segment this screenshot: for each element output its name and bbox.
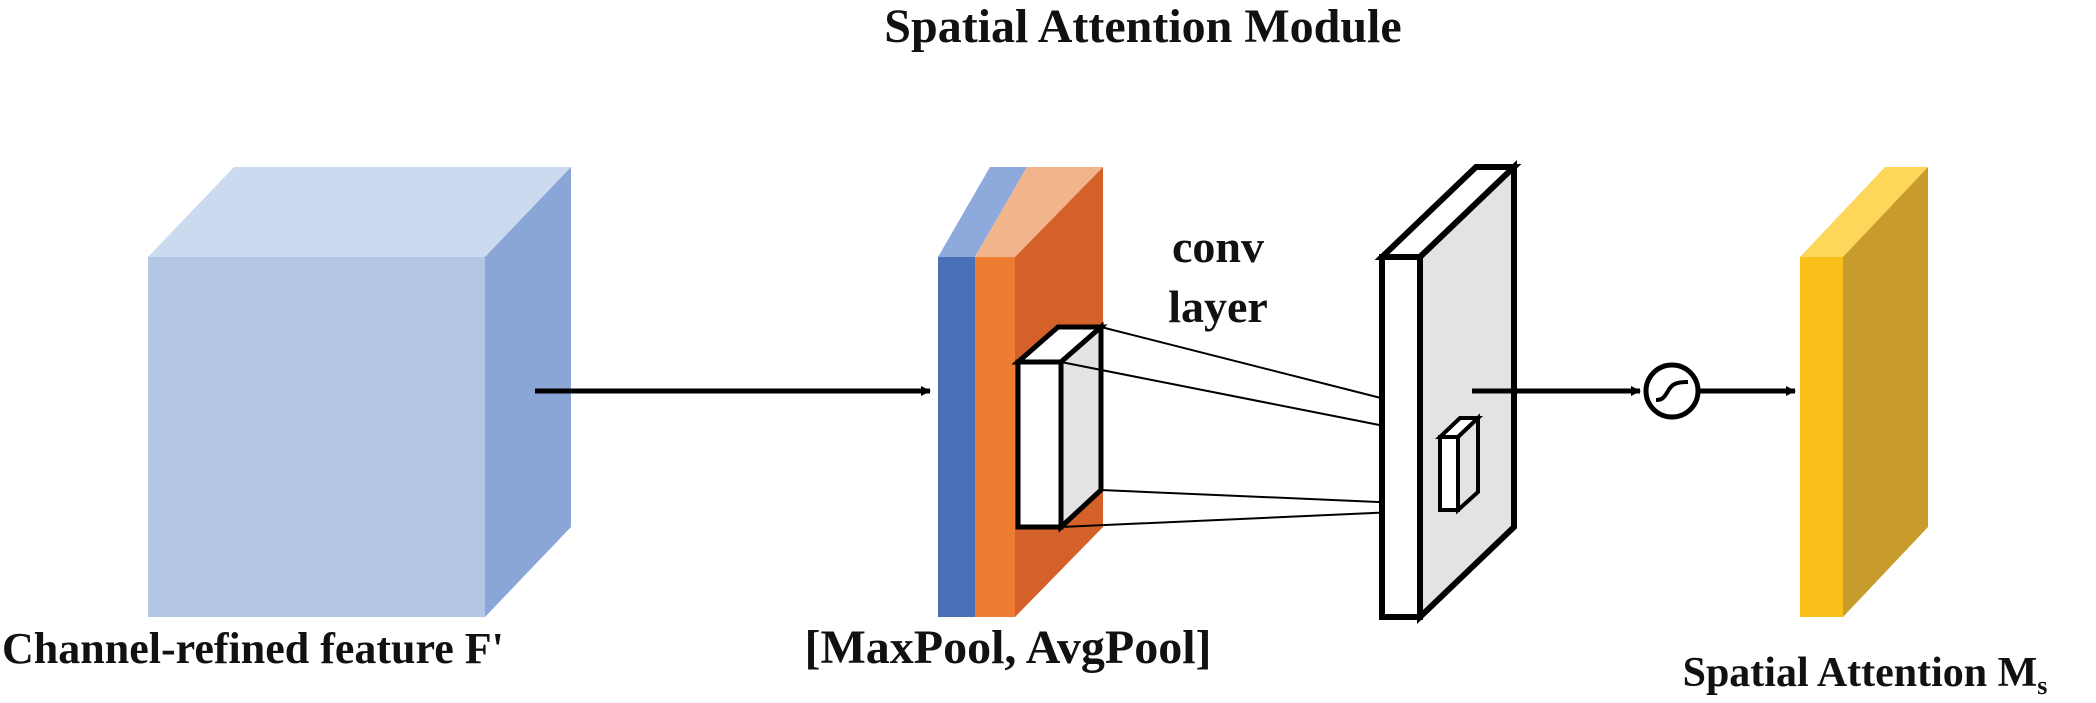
kernel-side-face	[1058, 321, 1104, 533]
output-label-main: Spatial Attention M	[1683, 650, 2038, 696]
output-cell-front	[1438, 435, 1460, 512]
kernel-front-face	[1015, 359, 1064, 530]
output-label-subscript: s	[2037, 671, 2047, 698]
avgpool-front-face	[975, 257, 1015, 617]
cube-front-face	[148, 257, 485, 617]
maxpool-front-face	[938, 257, 975, 617]
conv-output-map	[1374, 159, 1522, 625]
conv-label-line2: layer	[1168, 281, 1268, 332]
conv-kernel	[1011, 321, 1108, 533]
cube-top-face	[148, 167, 571, 257]
diagram-title: Spatial Attention Module	[884, 0, 1401, 53]
maxpool-top-face	[938, 167, 1027, 257]
output-label: Spatial Attention Ms	[1683, 650, 2048, 698]
output-front-face	[1800, 257, 1843, 617]
spatial-attention-map	[1800, 167, 1928, 617]
input-label: Channel-refined feature F'	[2, 624, 504, 673]
output-top-face	[1800, 167, 1928, 257]
pooling-label: [MaxPool, AvgPool]	[804, 621, 1211, 674]
conv-label-line1: conv	[1172, 221, 1264, 272]
input-feature-cube	[148, 167, 571, 617]
pooling-stack	[938, 167, 1108, 617]
output-cell-side	[1456, 413, 1480, 515]
cube-side-face	[485, 167, 571, 617]
avgpool-top-face	[975, 167, 1103, 257]
conv-map-front-face	[1379, 254, 1423, 620]
output-side-face	[1843, 167, 1928, 617]
sigmoid-icon	[1643, 362, 1701, 420]
